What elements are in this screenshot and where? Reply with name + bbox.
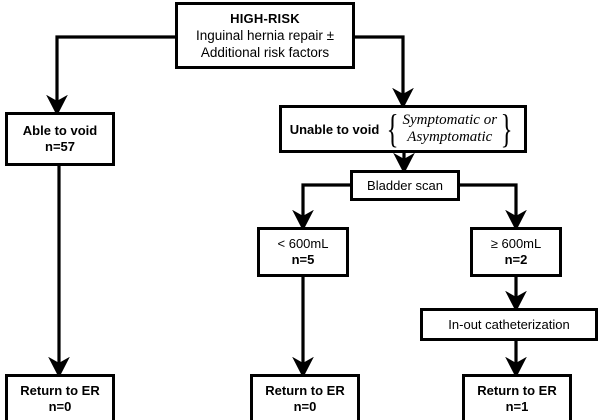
node-able-to-void[interactable]: Able to void n=57 — [5, 112, 115, 166]
lt600-label: < 600mL — [277, 236, 329, 251]
node-less-than-600ml[interactable]: < 600mL n=5 — [257, 227, 349, 277]
er-mid-count: n=0 — [293, 399, 317, 414]
in-out-cath-label: In-out catheterization — [448, 316, 570, 332]
node-return-to-er-right[interactable]: Return to ER n=1 — [462, 374, 572, 420]
node-return-to-er-middle[interactable]: Return to ER n=0 — [250, 374, 360, 420]
edge-highrisk-to-unable — [355, 35, 414, 109]
unable-to-void-options: { Symptomatic or Asymptomatic } — [383, 106, 516, 151]
brace-open-icon: { — [386, 106, 399, 151]
unable-to-void-label: Unable to void — [289, 121, 380, 137]
unable-option-asymptomatic: Asymptomatic — [407, 129, 493, 145]
er-right-label: Return to ER — [477, 383, 557, 398]
high-risk-detail-2: Additional risk factors — [200, 45, 330, 60]
high-risk-detail-1: Inguinal hernia repair ± — [196, 28, 334, 43]
high-risk-title: HIGH-RISK — [230, 11, 300, 26]
brace-close-icon: } — [500, 106, 513, 151]
node-high-risk[interactable]: HIGH-RISK Inguinal hernia repair ± Addit… — [175, 2, 355, 69]
unable-to-void-option-list: Symptomatic or Asymptomatic — [402, 112, 497, 146]
able-to-void-label: Able to void — [22, 123, 98, 138]
edge-bladder-to-lt600 — [292, 183, 350, 231]
node-return-to-er-left[interactable]: Return to ER n=0 — [5, 374, 115, 420]
er-left-label: Return to ER — [20, 383, 100, 398]
bladder-scan-label: Bladder scan — [367, 177, 443, 193]
node-bladder-scan[interactable]: Bladder scan — [350, 170, 460, 201]
er-mid-label: Return to ER — [265, 383, 345, 398]
node-unable-to-void[interactable]: Unable to void { Symptomatic or Asymptom… — [279, 105, 527, 153]
ge600-label: ≥ 600mL — [490, 236, 542, 251]
er-left-count: n=0 — [48, 399, 72, 414]
edge-highrisk-to-able — [46, 35, 175, 116]
ge600-count: n=2 — [504, 252, 528, 267]
edge-bladder-to-ge600 — [460, 183, 527, 231]
node-in-out-catheterization[interactable]: In-out catheterization — [420, 308, 598, 341]
able-to-void-count: n=57 — [45, 139, 75, 154]
lt600-count: n=5 — [291, 252, 315, 267]
unable-option-symptomatic: Symptomatic or — [402, 112, 498, 128]
node-greater-equal-600ml[interactable]: ≥ 600mL n=2 — [470, 227, 562, 277]
er-right-count: n=1 — [505, 399, 529, 414]
